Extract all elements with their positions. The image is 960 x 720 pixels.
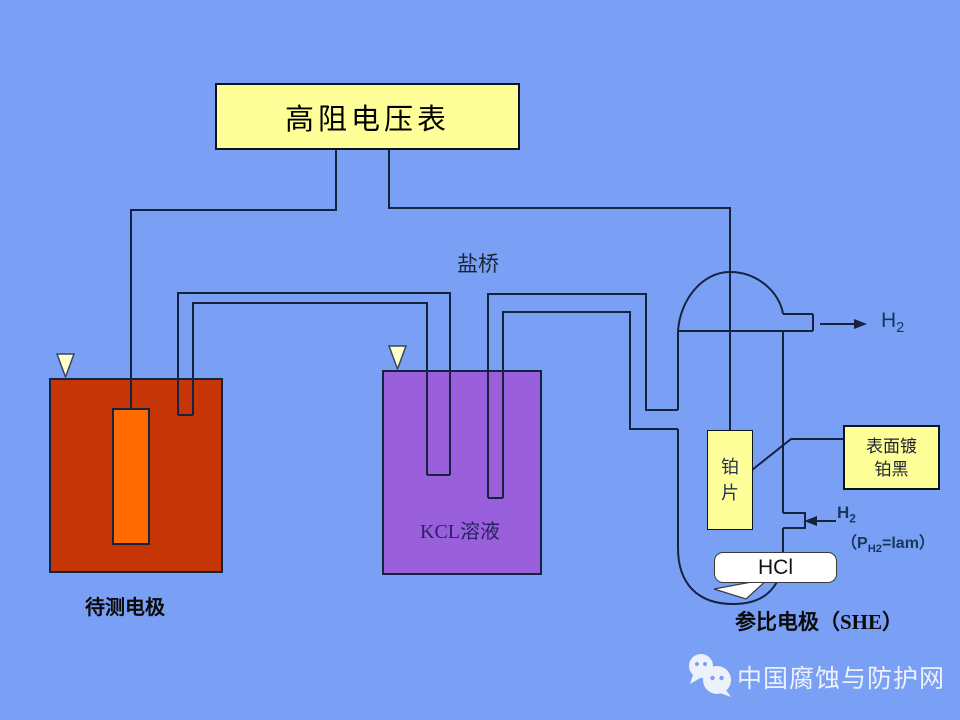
coating-leader-line (746, 438, 843, 475)
test-electrode-caption: 待测电极 (85, 597, 165, 619)
hcl-callout-box: HCl (714, 552, 837, 583)
footer-brand: 中国腐蚀与防护网 (737, 665, 946, 693)
h2-symbol: H (837, 503, 850, 522)
h2-pressure-note: （PH2=lam） (841, 529, 935, 555)
level-marker-icon (55, 353, 76, 380)
wechat-icon (689, 654, 731, 697)
voltmeter-label: 高阻电压表 (284, 103, 450, 136)
hcl-label: HCl (758, 555, 793, 579)
kcl-solution-label: KCL溶液 (420, 521, 500, 543)
coating-note-line: 铂黑 (874, 459, 909, 479)
pt-plate-box: 铂 片 (707, 430, 753, 530)
pt-plate-char: 片 (721, 483, 739, 503)
h2-subscript: 2 (896, 320, 905, 337)
h2-in-label: H2 (837, 503, 856, 525)
pressure-open: （P (841, 535, 868, 552)
h2-subscript: 2 (849, 511, 856, 526)
level-marker-icon (387, 345, 408, 372)
h2-out-label: H2 (881, 309, 904, 336)
h2-out-arrow-icon (854, 319, 867, 329)
pressure-rest: =lam） (882, 535, 935, 552)
pt-plate-char: 铂 (721, 457, 739, 477)
coating-note-line: 表面镀 (866, 436, 917, 456)
voltmeter-box: 高阻电压表 (215, 83, 520, 150)
kcl-solution-beaker (382, 370, 542, 575)
coating-note-box: 表面镀 铂黑 (843, 425, 940, 490)
test-electrode-bar (112, 408, 150, 545)
pressure-subscript: H2 (867, 543, 882, 556)
reference-electrode-caption: 参比电极（SHE） (735, 610, 904, 634)
salt-bridge-label: 盐桥 (457, 252, 499, 276)
h2-in-arrow-icon (804, 516, 817, 526)
wire-left (130, 150, 337, 409)
h2-symbol: H (881, 309, 897, 332)
